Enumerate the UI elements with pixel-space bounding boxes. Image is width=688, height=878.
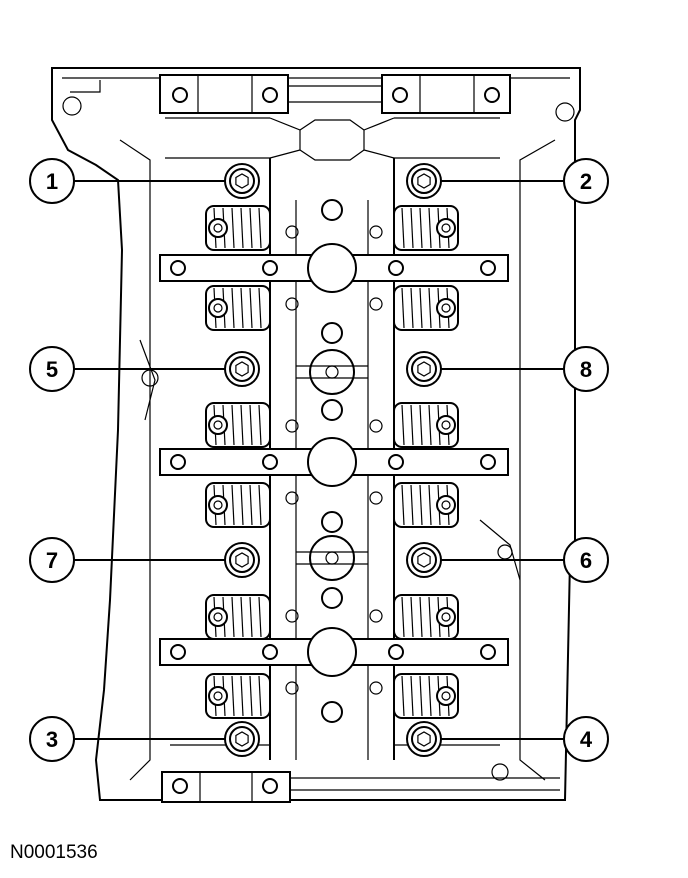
callout-4: 4 (441, 716, 609, 762)
valve-spring (205, 205, 271, 251)
callout-circle (29, 158, 75, 204)
callout-1: 1 (29, 158, 225, 204)
callout-2: 2 (441, 158, 609, 204)
head-bolt-upper-left (224, 163, 260, 199)
center-port (321, 701, 343, 723)
callout-number: 1 (46, 169, 58, 194)
center-port (321, 511, 343, 533)
center-circles (296, 199, 368, 723)
callout-6: 6 (441, 537, 609, 583)
callout-circle (29, 537, 75, 583)
callout-number: 4 (580, 727, 593, 752)
valve-spring (393, 205, 459, 251)
callout-circle (563, 716, 609, 762)
head-bolts (224, 163, 442, 757)
callout-circle (563, 346, 609, 392)
callout-circle (29, 716, 75, 762)
camshaft-journal (159, 609, 509, 695)
callout-7: 7 (29, 537, 225, 583)
center-port (321, 587, 343, 609)
valve-springs (205, 205, 459, 719)
callout-number: 2 (580, 169, 592, 194)
callouts: 1 2 5 8 7 6 3 4 (29, 158, 609, 762)
bottom-bearing-cap (161, 771, 560, 803)
head-bolt-second-left (224, 351, 260, 387)
callout-number: 3 (46, 727, 58, 752)
head-bolt-third-left (224, 542, 260, 578)
center-port (321, 399, 343, 421)
callout-circle (563, 537, 609, 583)
callout-5: 5 (29, 346, 225, 392)
top-bearing-caps (159, 74, 511, 114)
head-bolt-lower-right (406, 721, 442, 757)
camshaft-journals (159, 225, 509, 695)
valve-spring (393, 285, 459, 331)
callout-3: 3 (29, 716, 225, 762)
valve-spring (205, 482, 271, 528)
head-bolt-second-right (406, 351, 442, 387)
center-port (321, 322, 343, 344)
valve-spring (205, 594, 271, 640)
valve-spring (205, 285, 271, 331)
callout-number: 8 (580, 357, 592, 382)
head-bolt-third-right (406, 542, 442, 578)
valve-spring (205, 402, 271, 448)
valve-spring (393, 594, 459, 640)
callout-number: 7 (46, 548, 58, 573)
figure-id: N0001536 (10, 842, 98, 863)
camshaft-journal (159, 225, 509, 311)
valve-spring (393, 482, 459, 528)
valve-spring (393, 673, 459, 719)
head-bolt-upper-right (406, 163, 442, 199)
head-bolt-lower-left (224, 721, 260, 757)
valve-spring (393, 402, 459, 448)
valve-spring (205, 673, 271, 719)
camshaft-journal (159, 419, 509, 505)
callout-8: 8 (441, 346, 609, 392)
center-port (321, 199, 343, 221)
callout-circle (563, 158, 609, 204)
callout-number: 6 (580, 548, 592, 573)
callout-number: 5 (46, 357, 58, 382)
cylinder-head-outline (51, 67, 581, 801)
callout-circle (29, 346, 75, 392)
spark-plug-boss (296, 349, 368, 395)
spark-plug-boss (296, 535, 368, 581)
